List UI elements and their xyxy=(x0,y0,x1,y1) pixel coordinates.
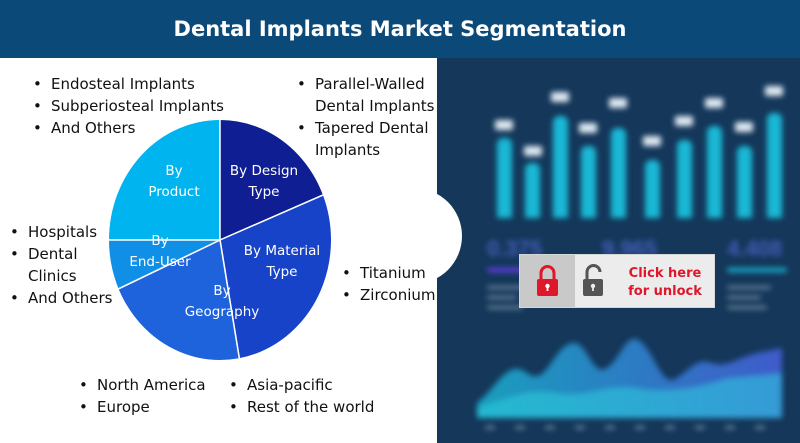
page-title: Dental Implants Market Segmentation xyxy=(173,17,627,41)
list-item: Endosteal Implants xyxy=(33,73,224,95)
list-item: Parallel-Walled xyxy=(297,73,434,95)
end-user-list: Hospitals Dental Clinics And Others xyxy=(10,221,112,309)
list-item: Tapered Dental xyxy=(297,117,434,139)
list-item: Hospitals xyxy=(10,221,112,243)
lock-icon xyxy=(520,255,575,307)
title-banner: Dental Implants Market Segmentation xyxy=(0,0,800,58)
blurred-dashboard-graphics: 0.375 9.965 4.408 xyxy=(437,58,800,443)
product-list: Endosteal Implants Subperiosteal Implant… xyxy=(33,73,224,139)
unlock-text-line1: Click here xyxy=(628,266,702,281)
unlock-text[interactable]: Click here for unlock xyxy=(620,265,710,301)
pie-segment-label: By xyxy=(213,283,230,299)
list-item: North America xyxy=(79,374,206,396)
unlock-text-line2: for unlock xyxy=(628,284,702,299)
unlock-button[interactable]: Click here for unlock xyxy=(519,254,715,308)
pie-segment-label: By Material xyxy=(244,243,320,259)
pie-segment-label: Product xyxy=(148,184,199,200)
unlock-icon xyxy=(576,255,612,307)
list-item: And Others xyxy=(33,117,224,139)
pie-segment-label: Type xyxy=(265,264,297,280)
list-item: Asia-pacific xyxy=(229,374,374,396)
geography-list-right: Asia-pacific Rest of the world xyxy=(229,374,374,418)
list-item-continuation: Dental Implants xyxy=(315,97,435,115)
pie-segment-label: Type xyxy=(247,184,279,200)
pie-segment-label: By Design xyxy=(230,163,298,179)
list-item: Dental xyxy=(10,243,112,265)
list-item: Zirconium xyxy=(342,284,436,306)
list-item-continuation: Implants xyxy=(315,141,381,159)
pie-segment-label: By xyxy=(165,163,182,179)
design-type-list: Parallel-Walled Dental Implants Tapered … xyxy=(297,73,434,161)
list-item: And Others xyxy=(10,287,112,309)
pie-segment-label: End-User xyxy=(129,254,191,270)
blurred-dashboard-preview: 0.375 9.965 4.408 xyxy=(437,58,800,443)
list-item-continuation: Clinics xyxy=(28,267,77,285)
pie-segment-label: Geography xyxy=(185,304,260,320)
list-item: Subperiosteal Implants xyxy=(33,95,224,117)
pie-segment-label: By xyxy=(151,233,168,249)
material-type-list: Titanium Zirconium xyxy=(342,262,436,306)
list-item: Titanium xyxy=(342,262,436,284)
geography-list-left: North America Europe xyxy=(79,374,206,418)
list-item: Europe xyxy=(79,396,206,418)
list-item: Rest of the world xyxy=(229,396,374,418)
